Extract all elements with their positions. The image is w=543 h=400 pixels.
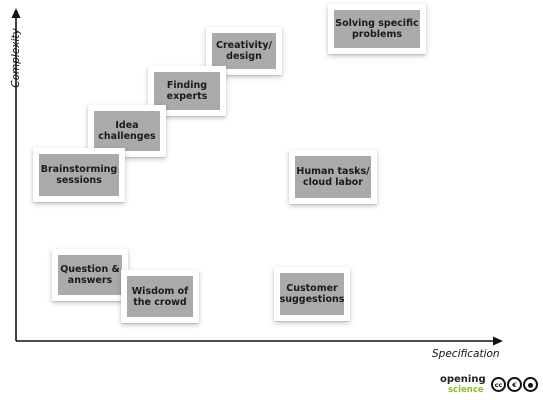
card-human-tasks-cloud-labor: Human tasks/ cloud labor xyxy=(289,150,377,204)
logo-word-opening: opening xyxy=(440,374,486,385)
x-axis-arrowhead xyxy=(493,336,503,346)
card-label: Idea challenges xyxy=(98,120,156,142)
card-wisdom-of-the-crowd: Wisdom of the crowd xyxy=(121,270,199,323)
opening-science-logo: opening science cc € ● xyxy=(440,374,540,398)
card-label: Creativity/ design xyxy=(216,40,272,62)
logo-word-science: science xyxy=(448,385,484,395)
card-label: Human tasks/ cloud labor xyxy=(296,166,370,188)
card-label: Brainstorming sessions xyxy=(40,164,118,186)
y-axis-label: Complexity xyxy=(10,28,22,88)
card-finding-experts: Finding experts xyxy=(148,66,226,116)
card-question-answers: Question & answers xyxy=(52,249,128,301)
card-creativity-design: Creativity/ design xyxy=(206,27,282,75)
noncommercial-icon: ● xyxy=(523,377,538,392)
y-axis-arrowhead xyxy=(11,8,21,18)
card-label: Finding experts xyxy=(166,80,208,102)
card-solving-specific-problems: Solving specific problems xyxy=(328,4,426,54)
card-brainstorming-sessions: Brainstorming sessions xyxy=(33,148,125,202)
x-axis-label: Specification xyxy=(432,348,500,360)
card-label: Question & answers xyxy=(60,264,120,286)
card-label: Customer suggestions xyxy=(279,283,345,305)
card-customer-suggestions: Customer suggestions xyxy=(274,267,350,321)
card-label: Wisdom of the crowd xyxy=(131,285,189,308)
attribution-icon: € xyxy=(507,377,522,392)
cc-icon: cc xyxy=(491,377,506,392)
card-label: Solving specific problems xyxy=(335,18,419,40)
